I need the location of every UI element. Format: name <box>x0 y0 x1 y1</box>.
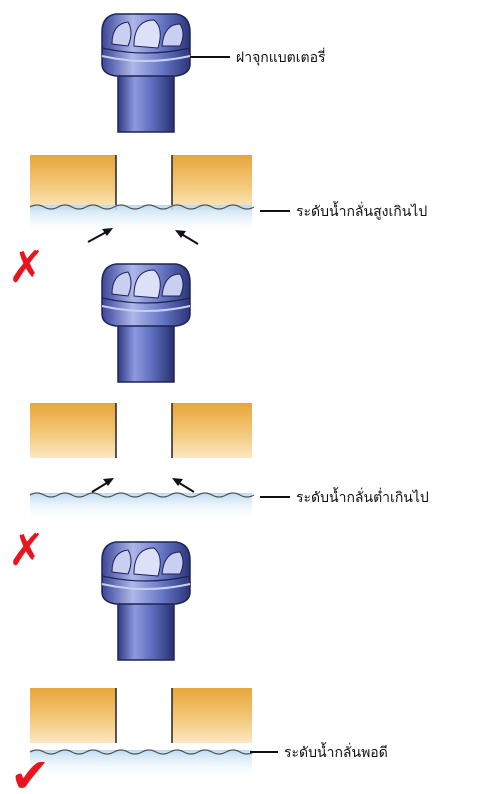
cell-opening <box>29 402 253 459</box>
correct-label: ระดับน้ำกลั่นพอดี <box>284 742 388 761</box>
electrolyte-surface <box>29 204 255 210</box>
too-low-label: ระดับน้ำกลั่นต่ำเกินไป <box>296 487 429 506</box>
battery-cap-icon <box>101 13 191 133</box>
wrong-mark-icon: ✗ <box>8 525 45 576</box>
cell-opening <box>29 154 253 211</box>
check-mark-icon: ✔ <box>10 748 50 794</box>
electrolyte <box>30 205 252 235</box>
wrong-mark-icon: ✗ <box>8 242 45 293</box>
electrolyte-surface <box>29 492 255 498</box>
too-high-label: ระดับน้ำกลั่นสูงเกินไป <box>296 201 427 220</box>
cell-opening <box>29 687 253 744</box>
electrolyte <box>30 493 252 521</box>
cap-label: ฝาจุกแบตเตอรี่ <box>236 48 326 66</box>
panel-too-high: ฝาจุกแบตเตอรี่ ระดับน้ำกลั่นสูงเกินไป ✗ <box>8 13 427 293</box>
battery-cap-icon <box>101 541 191 661</box>
panel-too-low: ระดับน้ำกลั่นต่ำเกินไป ✗ <box>8 263 429 576</box>
battery-cap-icon <box>101 263 191 383</box>
electrolyte-surface <box>29 749 255 755</box>
panel-correct: ระดับน้ำกลั่นพอดี ✔ <box>10 541 388 794</box>
electrolyte <box>30 750 252 780</box>
